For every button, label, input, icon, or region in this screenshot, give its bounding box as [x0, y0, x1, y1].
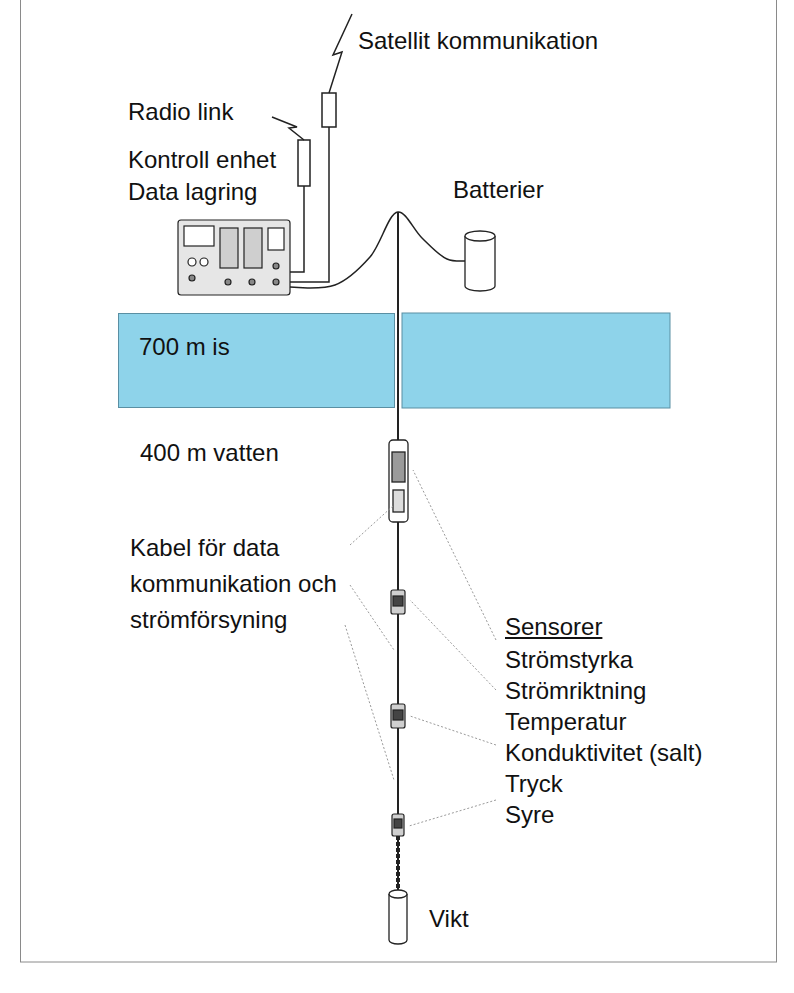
current-meter — [389, 440, 408, 522]
cable-label: Kabel för data kommunikation och strömfö… — [130, 530, 345, 638]
power-cable — [290, 212, 465, 288]
control-unit-box: Kontroll enhet Data lagring — [178, 220, 290, 295]
weight-box: Vikt — [389, 890, 407, 944]
control-unit — [178, 220, 290, 295]
node-text: Kontroll enhet Data lagring — [128, 144, 308, 208]
sensor-item: Konduktivitet (salt) — [505, 738, 765, 768]
weight-cylinder — [389, 890, 407, 944]
frame — [21, 0, 777, 962]
leader-line — [345, 505, 394, 780]
sensor-item: Syre — [505, 800, 765, 830]
satellite-antenna — [290, 14, 352, 282]
radio-label: Radio link — [128, 97, 288, 127]
chain — [396, 836, 400, 890]
battery-box: Batterier — [465, 231, 495, 291]
battery-cylinder — [465, 231, 495, 291]
node-text: Vikt — [429, 904, 519, 934]
water-depth: 400 m vatten — [140, 438, 340, 468]
ice-band: 700 m is — [118, 313, 395, 408]
sensor-item: Strömriktning — [505, 676, 765, 706]
leader-line — [409, 470, 496, 826]
satellite-label: Satellit kommunikation — [358, 26, 658, 56]
sensor-item: Strömstyrka — [505, 645, 765, 675]
sensor-heading: Sensorer — [505, 612, 705, 642]
sensor-item: Tryck — [505, 769, 765, 799]
sensor-cable — [397, 212, 399, 890]
node-text: Batterier — [453, 175, 583, 205]
sensor-unit — [391, 590, 405, 836]
sensor-item: Temperatur — [505, 707, 765, 737]
ice-block — [402, 313, 670, 408]
node-text: 700 m is — [139, 332, 379, 362]
